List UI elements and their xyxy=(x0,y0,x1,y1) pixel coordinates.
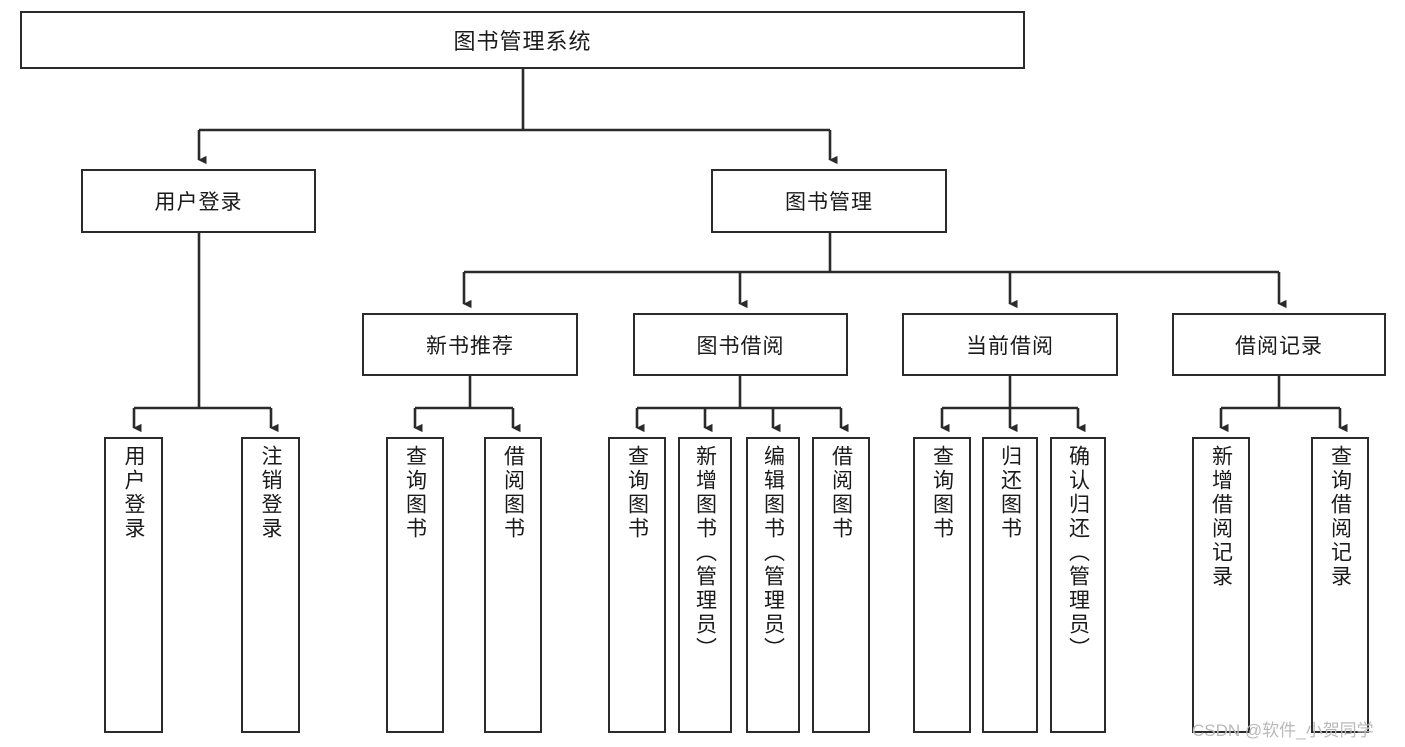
node-label: 新书推荐 xyxy=(426,334,514,358)
node-label: 注销登录 xyxy=(259,445,282,541)
leaf-recommend-borrow-book[interactable]: 借阅图书 xyxy=(484,437,542,733)
node-borrow-record[interactable]: 借阅记录 xyxy=(1172,313,1386,376)
leaf-record-add-record[interactable]: 新增借阅记录 xyxy=(1192,437,1250,733)
node-user-login[interactable]: 用户登录 xyxy=(81,169,316,233)
node-label: 当前借阅 xyxy=(966,334,1054,358)
node-label: 查询图书 xyxy=(930,445,954,541)
node-book-borrow[interactable]: 图书借阅 xyxy=(633,313,848,376)
node-label: 确认归还（管理员） xyxy=(1066,445,1090,661)
node-label: 编辑图书（管理员） xyxy=(761,445,785,661)
node-book-management[interactable]: 图书管理 xyxy=(711,169,947,233)
node-root-system[interactable]: 图书管理系统 xyxy=(20,11,1025,69)
node-label: 查询图书 xyxy=(625,445,649,541)
node-label: 借阅记录 xyxy=(1235,334,1323,358)
node-label: 图书管理系统 xyxy=(453,29,592,54)
node-new-book-recommend[interactable]: 新书推荐 xyxy=(362,313,578,376)
node-label: 图书借阅 xyxy=(696,334,785,358)
node-label: 新增图书（管理员） xyxy=(693,445,717,661)
node-label: 新增借阅记录 xyxy=(1209,445,1233,589)
node-label: 图书管理 xyxy=(785,191,873,214)
leaf-current-return-book[interactable]: 归还图书 xyxy=(982,437,1038,733)
leaf-borrow-edit-book-admin[interactable]: 编辑图书（管理员） xyxy=(746,437,800,733)
node-label: 用户登录 xyxy=(122,445,145,541)
leaf-borrow-add-book-admin[interactable]: 新增图书（管理员） xyxy=(678,437,732,733)
node-label: 查询图书 xyxy=(403,445,427,541)
leaf-user-login-logout[interactable]: 注销登录 xyxy=(241,437,300,733)
node-label: 用户登录 xyxy=(154,191,243,214)
node-label: 归还图书 xyxy=(998,445,1022,541)
leaf-user-login-login[interactable]: 用户登录 xyxy=(104,437,163,733)
node-current-borrow[interactable]: 当前借阅 xyxy=(902,313,1118,376)
node-label: 借阅图书 xyxy=(501,445,525,541)
leaf-current-confirm-return-admin[interactable]: 确认归还（管理员） xyxy=(1050,437,1106,733)
node-label: 查询借阅记录 xyxy=(1328,445,1352,589)
leaf-current-query-book[interactable]: 查询图书 xyxy=(913,437,971,733)
leaf-record-query-record[interactable]: 查询借阅记录 xyxy=(1311,437,1369,733)
csdn-watermark: CSDN @软件_小贺同学 xyxy=(1192,721,1374,740)
node-label: 借阅图书 xyxy=(829,445,853,541)
leaf-borrow-query-book[interactable]: 查询图书 xyxy=(608,437,666,733)
leaf-borrow-borrow-book[interactable]: 借阅图书 xyxy=(812,437,870,733)
leaf-recommend-query-book[interactable]: 查询图书 xyxy=(386,437,444,733)
